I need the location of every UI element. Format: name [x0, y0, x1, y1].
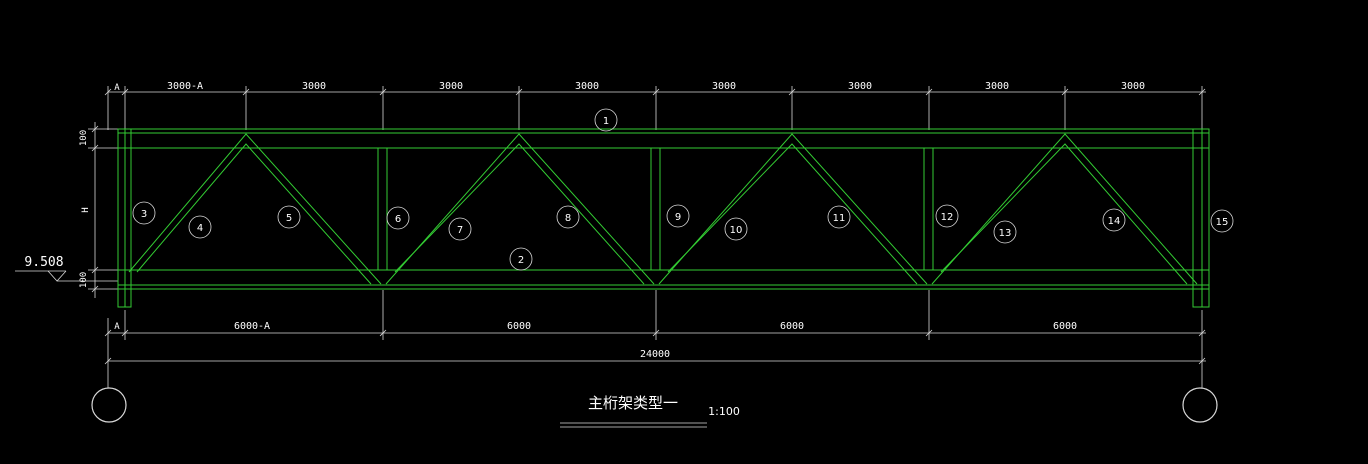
left-grid-bubble	[91, 387, 127, 423]
bottom-dim-3: 6000	[780, 321, 804, 332]
left-dimension-chain: 100 H 100	[79, 122, 118, 298]
bottom-dim-1: 6000-A	[234, 321, 270, 332]
overall-dimension: 24000	[104, 340, 1206, 388]
top-dim-5: 3000	[712, 81, 736, 92]
svg-text:7: 7	[457, 225, 463, 236]
member-tag-1: 1	[594, 108, 618, 132]
height-label: H	[81, 207, 91, 212]
svg-text:2: 2	[518, 255, 524, 266]
member-tag-14: 14	[1102, 208, 1126, 232]
member-tag-2: 2	[509, 247, 533, 271]
svg-text:12: 12	[941, 212, 954, 223]
drawing-title-block: 主桁架类型一 1:100	[560, 394, 740, 428]
svg-text:11: 11	[833, 213, 846, 224]
truss	[117, 128, 1210, 308]
svg-text:10: 10	[730, 225, 743, 236]
elevation-mark: 9.508	[15, 255, 118, 282]
bottom-dimension-chain: A 6000-A 6000 6000 6000	[104, 290, 1206, 340]
bottom-dim-4: 6000	[1053, 321, 1077, 332]
diagonals	[128, 133, 1198, 285]
top-dim-7: 3000	[985, 81, 1009, 92]
member-tag-3: 3	[132, 201, 156, 225]
member-tag-11: 11	[827, 205, 851, 229]
member-tag-12: 12	[935, 204, 959, 228]
svg-text:14: 14	[1108, 216, 1121, 227]
svg-text:1: 1	[603, 116, 609, 127]
top-dim-8: 3000	[1121, 81, 1145, 92]
bottom-offset-label: A	[114, 322, 120, 332]
top-offset-label: A	[114, 83, 120, 93]
top-chord	[117, 128, 1210, 149]
svg-text:8: 8	[565, 213, 571, 224]
member-tag-4: 4	[188, 215, 212, 239]
svg-text:15: 15	[1216, 217, 1229, 228]
svg-text:9: 9	[675, 212, 681, 223]
bottom-dim-2: 6000	[507, 321, 531, 332]
top-dim-4: 3000	[575, 81, 599, 92]
member-tag-7: 7	[448, 217, 472, 241]
overall-dim-value: 24000	[640, 349, 670, 360]
drawing-title: 主桁架类型一	[588, 394, 678, 412]
svg-text:3: 3	[141, 209, 147, 220]
member-tag-9: 9	[666, 204, 690, 228]
top-dim-3: 3000	[439, 81, 463, 92]
svg-text:6: 6	[395, 214, 401, 225]
svg-text:5: 5	[286, 213, 292, 224]
member-tag-13: 13	[993, 220, 1017, 244]
top-dim-1: 3000-A	[167, 81, 203, 92]
bottom-chord-thickness: 100	[79, 272, 89, 288]
member-tag-6: 6	[386, 206, 410, 230]
top-chord-thickness: 100	[79, 130, 89, 146]
member-tag-5: 5	[277, 205, 301, 229]
top-dim-6: 3000	[848, 81, 872, 92]
svg-text:13: 13	[999, 228, 1012, 239]
elevation-value: 9.508	[24, 255, 63, 270]
top-dimension-chain: A 3000-A 3000 3000 3000 3000 3000 3000 3…	[104, 81, 1206, 130]
member-tag-10: 10	[724, 217, 748, 241]
drawing-scale: 1:100	[708, 405, 740, 418]
interior-verticals	[377, 148, 934, 270]
member-tag-15: 15	[1210, 209, 1234, 233]
right-end-post	[1192, 128, 1210, 308]
top-dim-2: 3000	[302, 81, 326, 92]
member-tags: 1 2 3 4 5 6 7 8 9 10 11 12 13 14 15	[132, 108, 1234, 271]
member-tag-8: 8	[556, 205, 580, 229]
right-grid-bubble	[1182, 387, 1218, 423]
svg-text:4: 4	[197, 223, 203, 234]
